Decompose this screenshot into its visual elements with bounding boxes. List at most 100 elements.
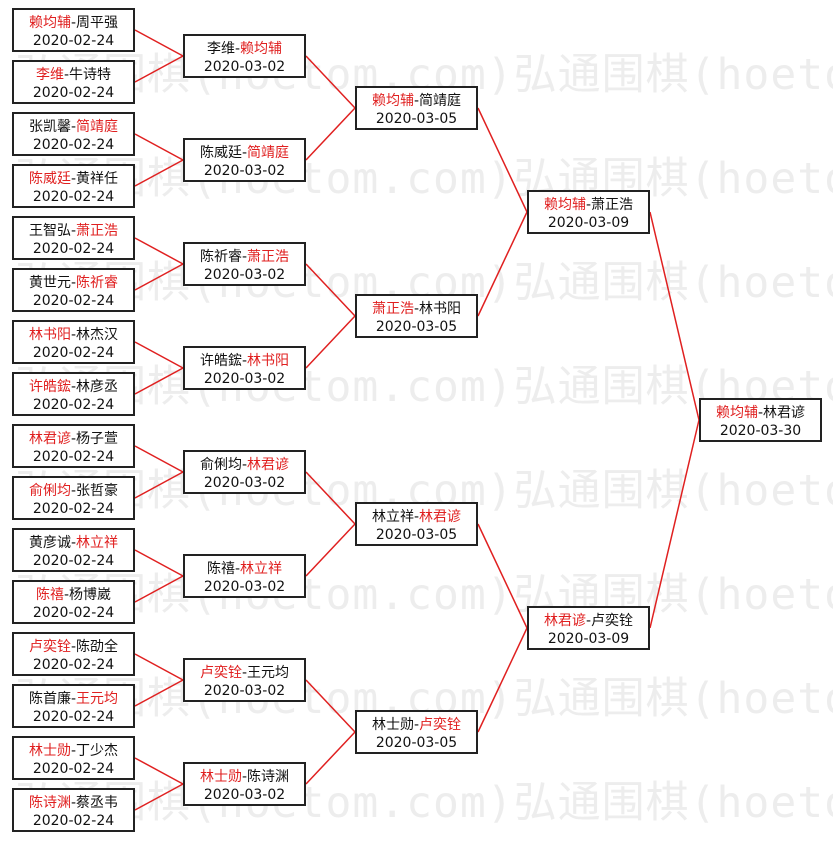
bracket-link bbox=[134, 159, 184, 187]
name-separator: - bbox=[413, 301, 420, 317]
match-date: 2020-03-02 bbox=[203, 59, 286, 75]
match-players: 林君谚-杨子萱 bbox=[14, 430, 133, 448]
match-date: 2020-03-05 bbox=[375, 735, 458, 751]
name-separator: - bbox=[585, 197, 592, 213]
match-players: 陈禧-杨博崴 bbox=[14, 586, 133, 604]
player-name: 王元均 bbox=[76, 691, 119, 707]
player-name: 卢奕铨 bbox=[591, 613, 634, 629]
match-players: 陈禧-林立祥 bbox=[185, 560, 304, 578]
match-date: 2020-03-02 bbox=[203, 683, 286, 699]
match-date: 2020-02-24 bbox=[32, 85, 115, 101]
name-separator: - bbox=[234, 41, 241, 57]
player-name: 陈诗渊 bbox=[247, 769, 290, 785]
bracket-link bbox=[477, 107, 528, 213]
match-date: 2020-03-02 bbox=[203, 787, 286, 803]
player-name: 萧正浩 bbox=[247, 249, 290, 265]
match-players: 俞俐均-张哲豪 bbox=[14, 482, 133, 500]
bracket-link bbox=[134, 575, 184, 603]
bracket-link bbox=[305, 263, 356, 317]
match-players: 林士勋-陈诗渊 bbox=[185, 768, 304, 786]
name-separator: - bbox=[241, 249, 248, 265]
name-separator: - bbox=[241, 665, 248, 681]
match-players: 陈威廷-简靖庭 bbox=[185, 144, 304, 162]
bracket-link bbox=[134, 471, 184, 499]
player-name: 林书阳 bbox=[28, 327, 71, 343]
player-name: 陈禧 bbox=[35, 587, 64, 603]
player-name: 林君谚 bbox=[28, 431, 71, 447]
match-date: 2020-03-05 bbox=[375, 319, 458, 335]
player-name: 许皓鋐 bbox=[199, 353, 242, 369]
name-separator: - bbox=[585, 613, 592, 629]
match-players: 许皓鋐-林书阳 bbox=[185, 352, 304, 370]
player-name: 萧正浩 bbox=[591, 197, 634, 213]
name-separator: - bbox=[413, 509, 420, 525]
match-date: 2020-03-09 bbox=[547, 215, 630, 231]
bracket-link bbox=[134, 29, 184, 57]
match-date: 2020-03-05 bbox=[375, 111, 458, 127]
player-name: 简靖庭 bbox=[76, 119, 119, 135]
name-separator: - bbox=[63, 587, 70, 603]
player-name: 杨博崴 bbox=[69, 587, 112, 603]
match-players: 林书阳-林杰汉 bbox=[14, 326, 133, 344]
name-separator: - bbox=[413, 717, 420, 733]
match-date: 2020-03-02 bbox=[203, 163, 286, 179]
match-date: 2020-02-24 bbox=[32, 657, 115, 673]
bracket-link bbox=[134, 55, 184, 83]
player-name: 卢奕铨 bbox=[199, 665, 242, 681]
name-separator: - bbox=[70, 743, 77, 759]
match-players: 赖均辅-林君谚 bbox=[701, 404, 820, 422]
player-name: 林士勋 bbox=[199, 769, 242, 785]
player-name: 王元均 bbox=[247, 665, 290, 681]
player-name: 林立祥 bbox=[371, 509, 414, 525]
match-date: 2020-02-24 bbox=[32, 553, 115, 569]
bracket-link bbox=[134, 263, 184, 291]
player-name: 王智弘 bbox=[28, 223, 71, 239]
match-players: 陈祈睿-萧正浩 bbox=[185, 248, 304, 266]
match-players: 林士勋-丁少杰 bbox=[14, 742, 133, 760]
match-date: 2020-02-24 bbox=[32, 501, 115, 517]
match-date: 2020-02-24 bbox=[32, 605, 115, 621]
name-separator: - bbox=[63, 67, 70, 83]
name-separator: - bbox=[70, 223, 77, 239]
match-date: 2020-02-24 bbox=[32, 761, 115, 777]
bracket-link bbox=[477, 627, 528, 733]
match-players: 陈威廷-黄祥任 bbox=[14, 170, 133, 188]
bracket-link bbox=[134, 783, 184, 811]
bracket-link bbox=[305, 731, 356, 785]
name-separator: - bbox=[70, 639, 77, 655]
player-name: 林书阳 bbox=[419, 301, 462, 317]
player-name: 卢奕铨 bbox=[419, 717, 462, 733]
match-date: 2020-02-24 bbox=[32, 813, 115, 829]
player-name: 林君谚 bbox=[419, 509, 462, 525]
match-players: 张凯馨-简靖庭 bbox=[14, 118, 133, 136]
name-separator: - bbox=[70, 483, 77, 499]
bracket-link bbox=[305, 107, 356, 161]
match-date: 2020-02-24 bbox=[32, 345, 115, 361]
player-name: 周平强 bbox=[76, 15, 119, 31]
name-separator: - bbox=[70, 795, 77, 811]
player-name: 林杰汉 bbox=[76, 327, 119, 343]
match-date: 2020-02-24 bbox=[32, 449, 115, 465]
name-separator: - bbox=[757, 405, 764, 421]
match-players: 陈诗渊-蔡丞韦 bbox=[14, 794, 133, 812]
bracket-link bbox=[134, 757, 184, 785]
name-separator: - bbox=[70, 379, 77, 395]
player-name: 陈诗渊 bbox=[28, 795, 71, 811]
match-players: 卢奕铨-王元均 bbox=[185, 664, 304, 682]
player-name: 黄祥任 bbox=[76, 171, 119, 187]
player-name: 陈禧 bbox=[206, 561, 235, 577]
